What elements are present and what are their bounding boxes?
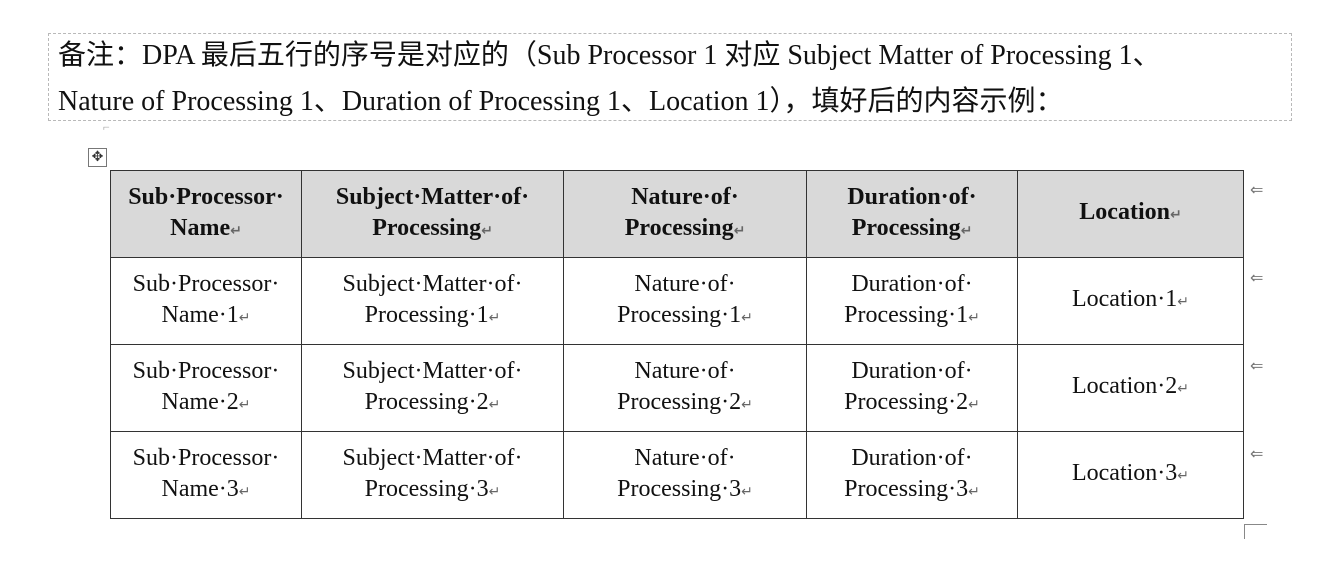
table-cell[interactable]: Location·2↵	[1017, 344, 1244, 432]
header-cell[interactable]: Subject·Matter·of· Processing↵	[301, 170, 564, 258]
cell-end-mark-icon: ↵	[1177, 381, 1190, 397]
table-row: Sub·Processor·Name·1↵Subject·Matter·of·P…	[110, 257, 1244, 345]
table-cell[interactable]: Duration·of· Processing·3↵	[806, 431, 1018, 519]
table-cell[interactable]: Nature·of· Processing·1↵	[563, 257, 807, 345]
cell-end-mark-icon: ↵	[481, 222, 493, 239]
cell-end-mark-icon: ↵	[238, 483, 251, 500]
cell-text-line-1: Subject·Matter·of·	[335, 183, 530, 210]
cell-text-line-2: Name·1	[161, 301, 239, 328]
cell-end-mark-icon: ↵	[488, 309, 501, 326]
header-cell[interactable]: Nature·of· Processing↵	[563, 170, 807, 258]
table-cell[interactable]: Duration·of· Processing·2↵	[806, 344, 1018, 432]
table-cell[interactable]: Nature·of· Processing·3↵	[563, 431, 807, 519]
table-cell[interactable]: Sub·Processor· Name·1↵	[110, 257, 302, 345]
cell-text-line-1: Duration·of·	[847, 183, 977, 210]
cell-end-mark-icon: ↵	[1177, 468, 1190, 484]
cell-text-line-2: Processing	[624, 214, 734, 241]
cell-end-mark-icon: ↵	[1169, 207, 1182, 223]
cell-text-line-2: Processing·1	[617, 301, 742, 328]
cell-text-line-1: Nature·of·	[631, 183, 739, 210]
row-end-mark-icon: ⇐	[1250, 356, 1264, 375]
cell-text-line-1: Nature·of·	[634, 357, 736, 384]
table-cell[interactable]: Duration·of· Processing·1↵	[806, 257, 1018, 345]
table-header-row: Sub·Processor·Name↵Subject·Matter·of·Pro…	[110, 170, 1244, 258]
cell-text-line-1: Duration·of·	[851, 270, 973, 297]
header-cell[interactable]: Sub·Processor· Name↵	[110, 170, 302, 258]
row-end-mark-icon: ⇐	[1250, 444, 1264, 463]
cell-text-line-1: Nature·of·	[634, 444, 736, 471]
table-cell[interactable]: Subject·Matter·of· Processing·3↵	[301, 431, 564, 519]
row-end-mark-icon: ⇐	[1250, 268, 1264, 287]
cell-end-mark-icon: ↵	[238, 309, 251, 326]
table-cell[interactable]: Sub·Processor· Name·2↵	[110, 344, 302, 432]
cell-text-line-1: Subject·Matter·of·	[342, 444, 523, 471]
header-cell[interactable]: Duration·of· Processing↵	[806, 170, 1018, 258]
table-cell[interactable]: Subject·Matter·of· Processing·2↵	[301, 344, 564, 432]
header-cell[interactable]: Location↵	[1017, 170, 1244, 258]
table-cell[interactable]: Subject·Matter·of· Processing·1↵	[301, 257, 564, 345]
table-cell[interactable]: Location·1↵	[1017, 257, 1244, 345]
cell-text-line-2: Name·3	[161, 475, 239, 502]
paragraph-mark-icon: ⌐	[103, 120, 110, 134]
cell-end-mark-icon: ↵	[968, 483, 980, 500]
cell-text-line-2: Processing·3	[617, 475, 742, 502]
table-resize-handle-icon[interactable]	[1244, 524, 1267, 539]
cell-text-line-1: Location·3	[1071, 460, 1178, 486]
table-move-handle-icon[interactable]: ✥	[88, 148, 107, 167]
cell-text-line-1: Subject·Matter·of·	[342, 357, 523, 384]
cell-end-mark-icon: ↵	[960, 222, 973, 239]
cell-text-line-2: Processing·3	[844, 475, 969, 502]
cell-text-line-2: Processing·1	[364, 301, 489, 328]
note-frame	[48, 33, 1292, 121]
cell-text-line-2: Processing	[372, 214, 482, 241]
table-row: Sub·Processor·Name·3↵Subject·Matter·of·P…	[110, 431, 1244, 519]
cell-end-mark-icon: ↵	[488, 483, 501, 500]
note-line-1: 备注：DPA 最后五行的序号是对应的（Sub Processor 1 对应 Su…	[58, 40, 1161, 71]
cell-text-line-1: Sub·Processor·	[132, 444, 280, 471]
table-cell[interactable]: Sub·Processor· Name·3↵	[110, 431, 302, 519]
cell-text-line-2: Processing·2	[617, 388, 742, 415]
table-cell[interactable]: Nature·of· Processing·2↵	[563, 344, 807, 432]
cell-text-line-1: Subject·Matter·of·	[342, 270, 523, 297]
cell-text-line-1: Duration·of·	[851, 357, 973, 384]
cell-text-line-2: Processing	[851, 214, 961, 241]
note-line-2: Nature of Processing 1、Duration of Proce…	[58, 86, 1064, 117]
cell-text-line-1: Sub·Processor·	[132, 357, 280, 384]
cell-text-line-1: Location	[1079, 199, 1170, 225]
data-table: Sub·Processor·Name↵Subject·Matter·of·Pro…	[110, 170, 1244, 519]
cell-end-mark-icon: ↵	[238, 396, 251, 413]
cell-text-line-1: Sub·Processor·	[128, 183, 284, 210]
cell-end-mark-icon: ↵	[741, 396, 753, 413]
cell-end-mark-icon: ↵	[733, 222, 746, 239]
cell-end-mark-icon: ↵	[230, 222, 242, 239]
cell-text-line-1: Sub·Processor·	[132, 270, 280, 297]
row-end-mark-icon: ⇐	[1250, 180, 1264, 199]
cell-end-mark-icon: ↵	[741, 309, 753, 326]
cell-text-line-1: Location·2	[1071, 373, 1178, 399]
cell-end-mark-icon: ↵	[741, 483, 753, 500]
cell-end-mark-icon: ↵	[488, 396, 501, 413]
cell-end-mark-icon: ↵	[968, 309, 980, 326]
cell-text-line-2: Name	[170, 214, 231, 241]
cell-text-line-2: Processing·2	[844, 388, 969, 415]
table-row: Sub·Processor·Name·2↵Subject·Matter·of·P…	[110, 344, 1244, 432]
cell-end-mark-icon: ↵	[1177, 294, 1190, 310]
cell-end-mark-icon: ↵	[968, 396, 980, 413]
cell-text-line-2: Name·2	[161, 388, 239, 415]
cell-text-line-2: Processing·2	[364, 388, 489, 415]
cell-text-line-1: Nature·of·	[634, 270, 736, 297]
cell-text-line-2: Processing·3	[364, 475, 489, 502]
table-cell[interactable]: Location·3↵	[1017, 431, 1244, 519]
cell-text-line-1: Location·1	[1071, 286, 1178, 312]
cell-text-line-1: Duration·of·	[851, 444, 973, 471]
cell-text-line-2: Processing·1	[844, 301, 969, 328]
